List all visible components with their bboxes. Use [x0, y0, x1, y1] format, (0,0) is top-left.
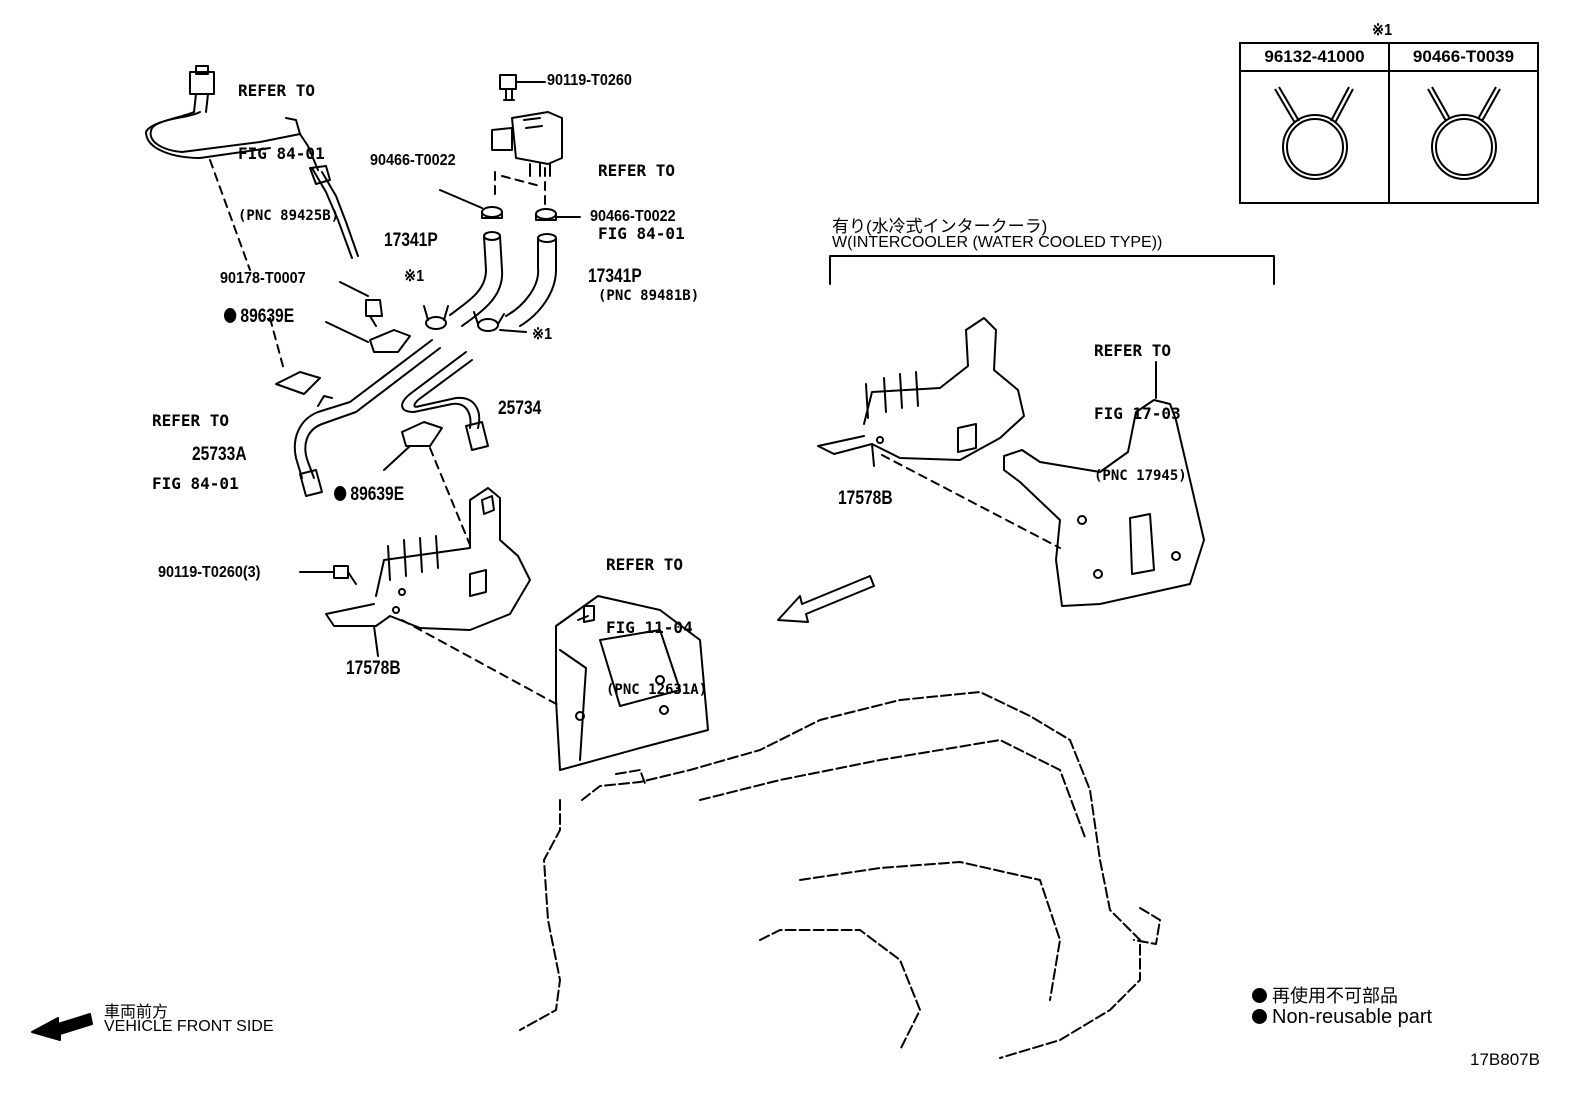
part-17578b-left[interactable]: 17578B	[346, 658, 401, 679]
part-90178[interactable]: 90178-T0007	[220, 270, 306, 287]
hose-clip-icon	[1426, 86, 1501, 180]
ref-line: FIG 84-01	[152, 474, 239, 493]
part-89639e-top[interactable]: 89639E	[224, 306, 294, 328]
part-17341p-left[interactable]: 17341P	[384, 230, 438, 251]
part-number: 89639E	[240, 306, 295, 327]
bolt-top-drawing	[499, 74, 546, 101]
hose-drawing	[449, 231, 557, 327]
part-90119-top[interactable]: 90119-T0260	[547, 72, 632, 89]
clip-illustration-cell	[1388, 70, 1539, 204]
part-25734[interactable]: 25734	[498, 398, 542, 419]
clip-col-header[interactable]: 96132-41000	[1239, 42, 1390, 72]
figure-id: 17B807B	[1470, 1050, 1540, 1069]
legend-en-text: Non-reusable part	[1272, 1006, 1433, 1028]
ref-pnc: (PNC 89481B)	[598, 288, 700, 304]
front-jp-label: 車両前方	[104, 1004, 169, 1021]
legend-en: Non-reusable part	[1252, 1006, 1432, 1029]
part-90119-bottom[interactable]: 90119-T0260(3)	[158, 564, 261, 581]
part-number: 89639E	[350, 484, 405, 505]
ref-line: REFER TO	[152, 411, 230, 430]
bracket-right-drawing	[817, 317, 1205, 607]
vacuum-pipes-drawing	[293, 339, 489, 497]
ref-line: FIG 11-04	[606, 618, 693, 637]
clip-reference-table: 96132-41000 90466-T0039	[1239, 42, 1539, 204]
legend-jp-text: 再使用不可部品	[1272, 986, 1398, 1006]
exhaust-temp-sensor-drawing	[145, 65, 359, 259]
engine-outline-drawing	[519, 691, 1161, 1059]
clip-illustration-cell	[1239, 70, 1390, 204]
part-25733a[interactable]: 25733A	[192, 444, 247, 465]
part-17578b-right[interactable]: 17578B	[838, 488, 893, 509]
ref-pnc: (PNC 17945)	[1094, 468, 1187, 484]
clip-table-marker: ※1	[1372, 22, 1393, 39]
ref-pnc: (PNC 12631A)	[606, 682, 708, 698]
ref-line: REFER TO	[606, 555, 684, 574]
ref-pnc: (PNC 89425B)	[238, 208, 340, 224]
vsv-drawing	[491, 111, 563, 177]
front-en-label: VEHICLE FRONT SIDE	[104, 1018, 274, 1035]
bracket-left-drawing	[325, 487, 531, 657]
refer-fig-11-04[interactable]: REFER TO FIG 11-04 (PNC 12631A)	[606, 512, 707, 722]
part-89639e-bottom[interactable]: 89639E	[334, 484, 404, 506]
intercooler-en-label: W(INTERCOOLER (WATER COOLED TYPE))	[832, 234, 1163, 251]
part-90466-left[interactable]: 90466-T0022	[370, 152, 456, 169]
hose-clip-icon	[1273, 86, 1354, 180]
part-90466-right[interactable]: 90466-T0022	[590, 208, 676, 225]
refer-fig-84-01-bracket[interactable]: REFER TO FIG 84-01	[152, 368, 239, 515]
clip-marker-right[interactable]: ※1	[532, 326, 553, 343]
clip-marker-top[interactable]: ※1	[404, 268, 425, 285]
ref-line: FIG 17-03	[1094, 404, 1181, 423]
ref-line: FIG 84-01	[238, 144, 325, 163]
bracket-center-drawing	[555, 595, 709, 771]
legend-jp: 再使用不可部品	[1252, 982, 1398, 1008]
ref-line: FIG 84-01	[598, 224, 685, 243]
non-reusable-dot-icon	[1252, 1009, 1267, 1024]
part-17341p-right[interactable]: 17341P	[588, 266, 642, 287]
ref-line: REFER TO	[598, 161, 676, 180]
ref-line: REFER TO	[1094, 341, 1172, 360]
refer-fig-84-01-vsv[interactable]: REFER TO FIG 84-01 (PNC 89481B)	[598, 118, 699, 328]
non-reusable-dot-icon	[334, 486, 347, 501]
non-reusable-dot-icon	[224, 308, 237, 323]
non-reusable-dot-icon	[1252, 988, 1267, 1003]
clip-col-header[interactable]: 90466-T0039	[1388, 42, 1539, 72]
ref-line: REFER TO	[238, 81, 316, 100]
refer-fig-17-03[interactable]: REFER TO FIG 17-03 (PNC 17945)	[1094, 298, 1187, 508]
intercooler-jp-label: 有り(水冷式インタークーラ)	[832, 217, 1048, 236]
refer-fig-84-01-sensor[interactable]: REFER TO FIG 84-01 (PNC 89425B)	[238, 38, 339, 248]
assembly-guide-lines	[209, 159, 1061, 707]
